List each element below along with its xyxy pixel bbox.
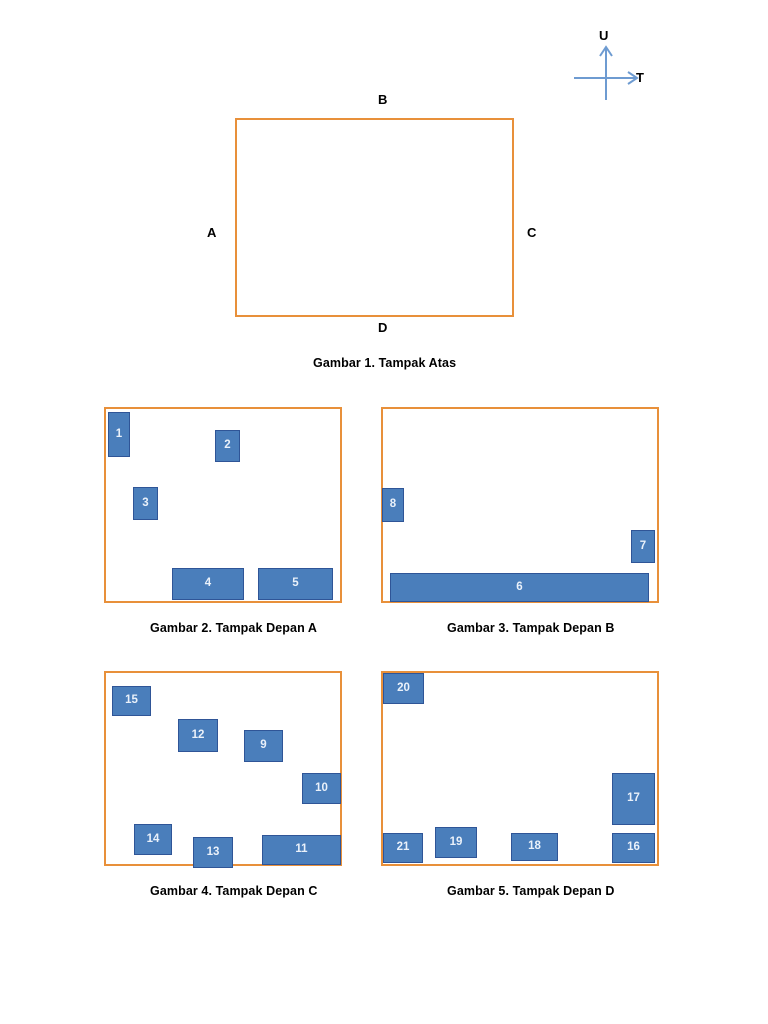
component-box-17: 17 bbox=[612, 773, 655, 825]
component-box-6: 6 bbox=[390, 573, 649, 602]
panel-tampak-depan-b bbox=[381, 407, 659, 603]
component-box-12: 12 bbox=[178, 719, 218, 752]
component-box-5: 5 bbox=[258, 568, 333, 600]
component-box-1: 1 bbox=[108, 412, 130, 457]
component-box-20: 20 bbox=[383, 673, 424, 704]
component-box-14: 14 bbox=[134, 824, 172, 855]
component-box-21: 21 bbox=[383, 833, 423, 863]
top-view-label-a: A bbox=[207, 225, 217, 240]
component-box-11: 11 bbox=[262, 835, 341, 865]
top-view-label-b: B bbox=[378, 92, 388, 107]
caption-gambar-2: Gambar 2. Tampak Depan A bbox=[150, 621, 318, 635]
top-view-label-d: D bbox=[378, 320, 388, 335]
compass-north-label: U bbox=[599, 28, 609, 43]
caption-gambar-4: Gambar 4. Tampak Depan C bbox=[150, 884, 318, 898]
component-box-9: 9 bbox=[244, 730, 283, 762]
component-box-15: 15 bbox=[112, 686, 151, 716]
caption-gambar-3: Gambar 3. Tampak Depan B bbox=[447, 621, 615, 635]
component-box-10: 10 bbox=[302, 773, 341, 804]
component-box-19: 19 bbox=[435, 827, 477, 858]
component-box-4: 4 bbox=[172, 568, 244, 600]
component-box-2: 2 bbox=[215, 430, 240, 462]
top-view-label-c: C bbox=[527, 225, 537, 240]
component-box-3: 3 bbox=[133, 487, 158, 520]
compass-axes-icon bbox=[574, 45, 639, 100]
component-box-16: 16 bbox=[612, 833, 655, 863]
compass-east-label: T bbox=[636, 70, 645, 85]
caption-gambar-5: Gambar 5. Tampak Depan D bbox=[447, 884, 615, 898]
compass-rose: U T bbox=[570, 28, 680, 108]
caption-gambar-1: Gambar 1. Tampak Atas bbox=[313, 356, 457, 370]
component-box-18: 18 bbox=[511, 833, 558, 861]
component-box-13: 13 bbox=[193, 837, 233, 868]
component-box-7: 7 bbox=[631, 530, 655, 563]
top-view-outline bbox=[235, 118, 514, 317]
component-box-8: 8 bbox=[382, 488, 404, 522]
